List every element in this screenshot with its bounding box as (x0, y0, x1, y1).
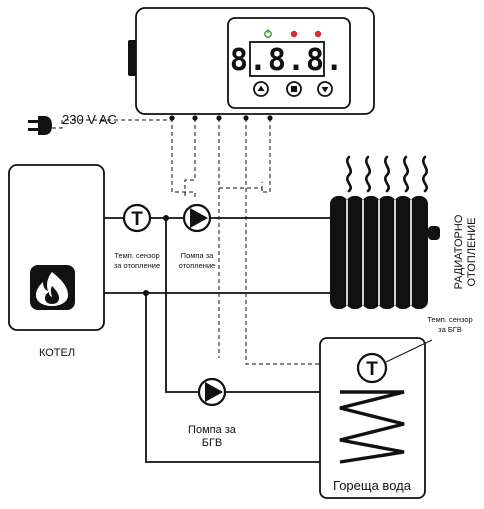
power-plug (28, 116, 52, 135)
pump-triangle-icon (190, 208, 208, 228)
controller-handle (128, 40, 137, 76)
dhw-indicator-icon (314, 30, 322, 38)
down-button[interactable] (317, 81, 333, 97)
heating-sensor-label-1: Темп. сензор (114, 251, 159, 260)
heating-sensor-label-2: за отопление (114, 261, 160, 270)
dhw-sensor-label-1: Темп. сензор (427, 315, 472, 324)
heating-pump-label-2: отопление (179, 261, 216, 270)
dhw-sensor-label-2: за БГВ (438, 325, 462, 334)
controller-terminals (169, 115, 273, 121)
heat-exchanger-coil (339, 390, 405, 464)
flame-inner-icon (45, 286, 59, 304)
heating-pump-label-1: Помпа за (181, 251, 214, 260)
dhw-sensor-leader (385, 339, 433, 363)
hot-water-tank (319, 337, 426, 499)
up-arrow-icon (257, 85, 265, 91)
pipe-junction (143, 290, 149, 296)
up-button[interactable] (253, 81, 269, 97)
pump-triangle-icon (205, 382, 223, 402)
down-arrow-icon (321, 87, 329, 93)
plug-pin-top (28, 120, 38, 123)
stop-button[interactable] (286, 81, 302, 97)
controller-display (249, 41, 325, 77)
heating-pump (182, 203, 212, 233)
dhw-pump (197, 377, 227, 407)
piping (104, 217, 340, 463)
sensor-symbol: T (131, 209, 143, 230)
plug-body-icon (38, 116, 52, 135)
dhw-pump-label-2: БГВ (202, 437, 223, 449)
sensor-symbol: T (366, 359, 378, 380)
boiler-label: КОТЕЛ (39, 347, 75, 359)
dhw-pump-label-1: Помпа за (188, 424, 237, 436)
heating-temp-sensor: T (122, 203, 152, 233)
controller-unit: 8.8.8. (128, 7, 375, 121)
radiator (330, 196, 440, 309)
display-value: 8.8.8. (230, 43, 344, 78)
control-wiring (52, 118, 345, 365)
tank-label: Гореща вода (333, 478, 412, 493)
radiator-label-1: РАДИАТОРНО (453, 214, 465, 289)
radiator-label-2: ОТОПЛЕНИЕ (466, 218, 478, 287)
heating-indicator-icon (290, 30, 298, 38)
plug-pin-bottom (28, 128, 38, 131)
dhw-temp-sensor: T (356, 352, 388, 384)
heat-waves-icon (346, 155, 428, 193)
pipe-junction (163, 215, 169, 221)
stop-square-icon (291, 86, 297, 92)
